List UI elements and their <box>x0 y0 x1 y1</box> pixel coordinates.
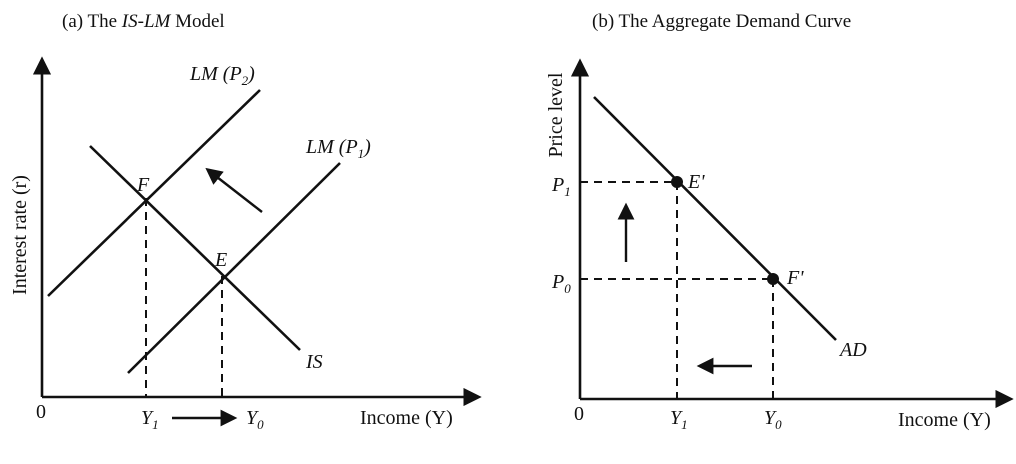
panel-b-title: (b) The Aggregate Demand Curve <box>592 11 851 32</box>
lm-p2-label: LM (P2) <box>189 63 255 88</box>
is-label: IS <box>305 351 323 373</box>
panel-b-tick-p0: P0 <box>551 271 571 296</box>
panel-a-tick-y1: Y1 <box>141 407 159 432</box>
panel-b-y-axis-label: Price level <box>545 72 567 157</box>
panel-b-aggregate-demand: (b) The Aggregate Demand Curve Price lev… <box>545 11 1014 432</box>
ad-label: AD <box>838 339 867 361</box>
panel-a-origin-label: 0 <box>36 401 46 423</box>
panel-a-y-axis-label: Interest rate (r) <box>9 175 31 295</box>
panel-a-tick-y0: Y0 <box>246 407 264 432</box>
lm-shift-arrow <box>205 167 263 213</box>
point-f-prime-label: F' <box>786 267 804 289</box>
lm-p1-curve <box>127 162 341 374</box>
point-e-prime-label: E' <box>687 171 705 193</box>
panel-b-tick-y1: Y1 <box>670 407 688 432</box>
panel-a-is-lm: (a) The IS-LM Model Interest rate (r) In… <box>9 11 482 432</box>
lm-p2-curve <box>47 89 261 297</box>
panel-b-origin-label: 0 <box>574 403 584 425</box>
panel-a-title: (a) The IS-LM Model <box>62 11 225 32</box>
panel-a-x-axis-label: Income (Y) <box>360 407 453 429</box>
ad-curve <box>593 96 837 341</box>
panel-b-tick-y0: Y0 <box>764 407 782 432</box>
lm-p1-label: LM (P1) <box>305 136 371 161</box>
point-e-label: E <box>214 249 227 271</box>
point-f-label: F <box>136 174 150 196</box>
panel-b-x-axis-label: Income (Y) <box>898 409 991 431</box>
is-curve <box>89 145 301 351</box>
panel-b-tick-p1: P1 <box>551 174 571 199</box>
